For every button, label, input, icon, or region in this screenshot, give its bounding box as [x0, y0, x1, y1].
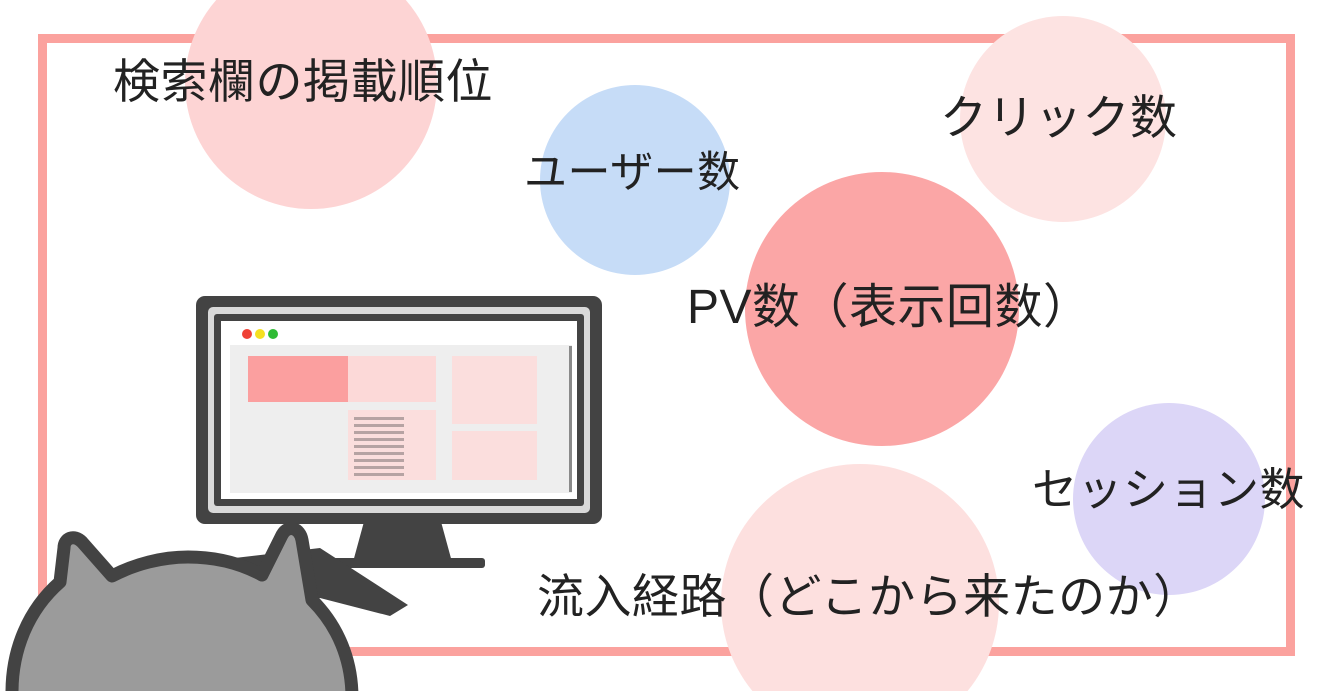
label-clicks: クリック数 — [940, 91, 1178, 144]
label-sessions: セッション数 — [1032, 464, 1306, 515]
sidebar-block-1 — [452, 356, 537, 424]
users-circle — [540, 85, 730, 275]
cat-head — [5, 522, 359, 691]
search-rank-circle — [185, 0, 437, 209]
sessions-circle — [1073, 403, 1265, 595]
sidebar-block-2 — [452, 431, 537, 480]
computer-monitor — [196, 296, 602, 568]
cat-silhouette — [5, 522, 408, 691]
hero-block — [248, 356, 348, 402]
label-search-rank: 検索欄の掲載順位 — [113, 55, 493, 108]
secondary-block — [348, 356, 436, 402]
pageviews-circle — [745, 172, 1019, 446]
label-users: ユーザー数 — [524, 149, 741, 197]
clicks-circle — [960, 16, 1166, 222]
traffic-source-circle — [721, 464, 999, 691]
label-traffic-source: 流入経路（どこから来たのか） — [537, 570, 1201, 623]
monitor-base — [320, 558, 485, 568]
window-close-dot-icon[interactable] — [242, 329, 252, 339]
text-lines — [354, 417, 404, 476]
label-pageviews: PV数（表示回数） — [687, 281, 1092, 334]
decorative-frame — [38, 34, 1295, 656]
monitor-stand — [353, 518, 452, 562]
screen-scrollbar[interactable] — [569, 346, 572, 492]
window-minimize-dot-icon[interactable] — [255, 329, 265, 339]
window-maximize-dot-icon[interactable] — [268, 329, 278, 339]
